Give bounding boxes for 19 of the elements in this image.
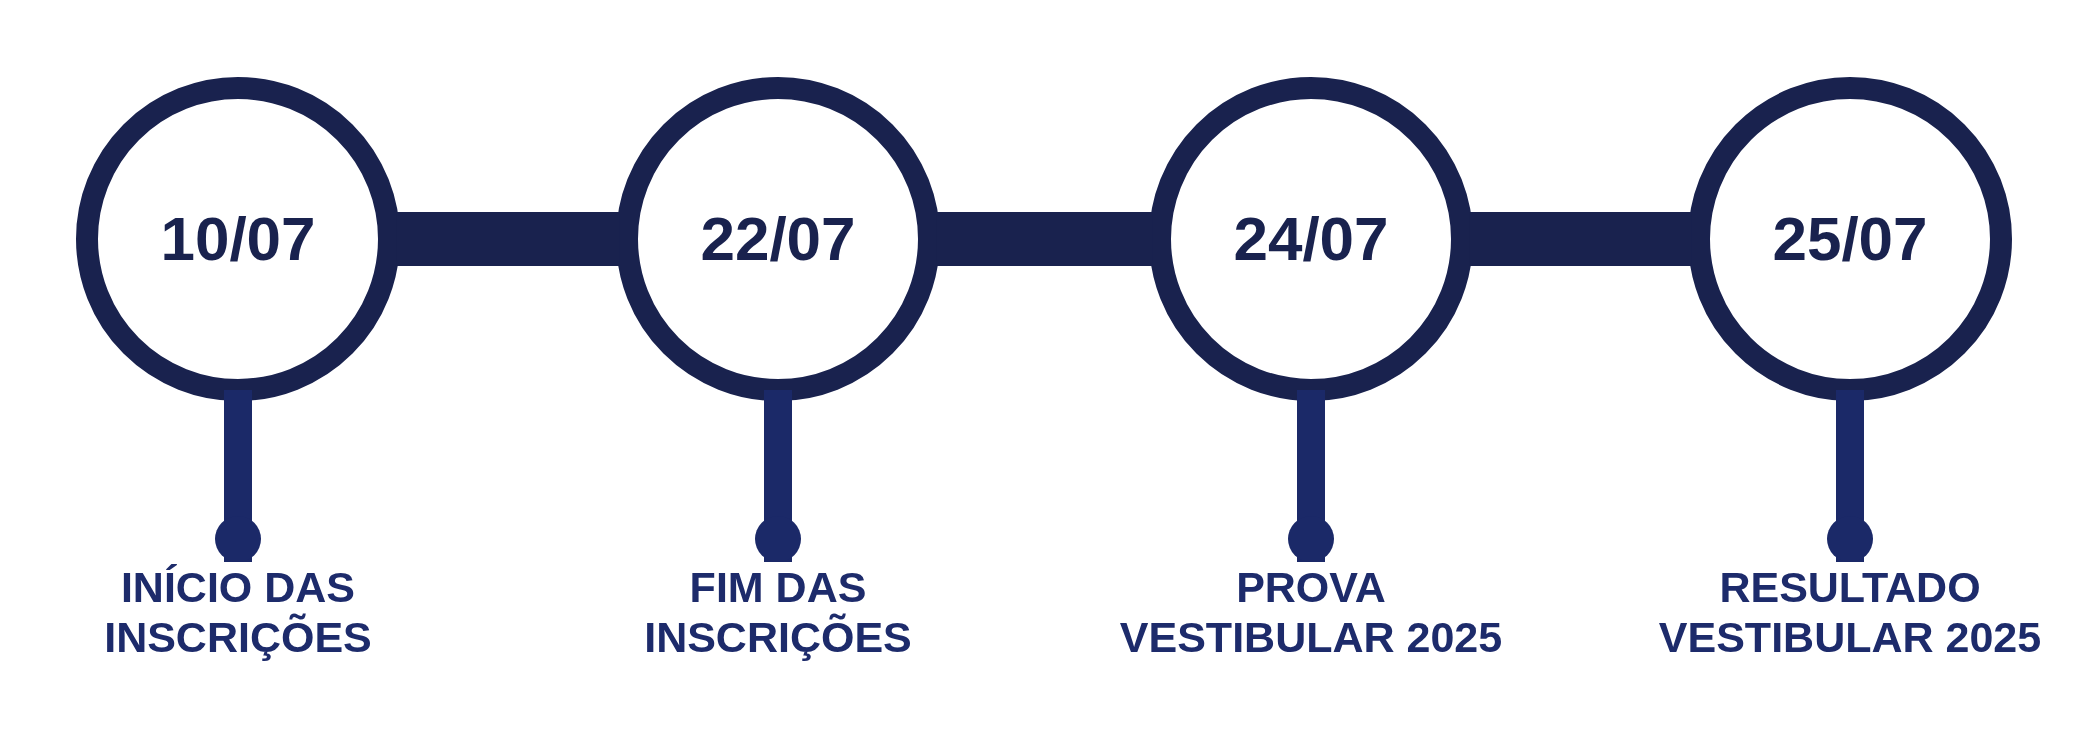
- timeline-circle: [76, 77, 400, 401]
- timeline-circle: [1688, 77, 2012, 401]
- date-label: 10/07: [160, 208, 316, 270]
- timeline-bar: [936, 212, 1153, 266]
- date-label: 22/07: [700, 208, 856, 270]
- stem-line: [1827, 390, 1873, 562]
- milestone-label: PROVA VESTIBULAR 2025: [1118, 562, 1504, 662]
- date-label: 25/07: [1772, 208, 1928, 270]
- timeline-circle: [616, 77, 940, 401]
- stem-line: [755, 390, 801, 562]
- stem-line: [215, 390, 261, 562]
- milestone-label: INÍCIO DAS INSCRIÇÕES: [103, 562, 373, 662]
- timeline-bar: [1469, 212, 1692, 266]
- timeline-circle: [1149, 77, 1473, 401]
- stem-line: [1288, 390, 1334, 562]
- date-label: 24/07: [1233, 208, 1389, 270]
- timeline-bar: [396, 212, 620, 266]
- milestone-label: FIM DAS INSCRIÇÕES: [643, 562, 913, 662]
- milestone-label: RESULTADO VESTIBULAR 2025: [1657, 562, 2043, 662]
